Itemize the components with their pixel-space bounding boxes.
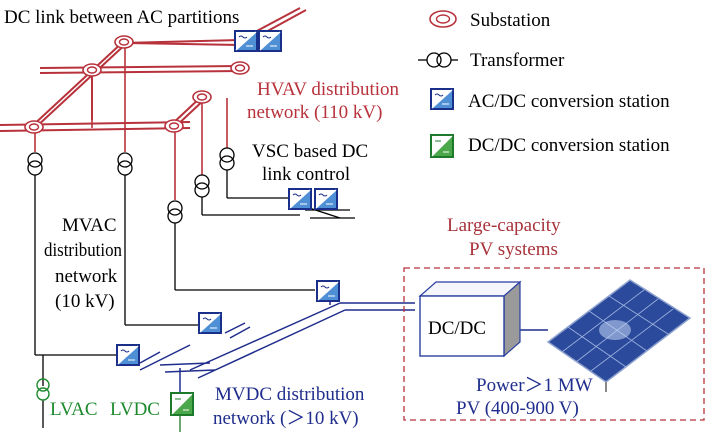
transformers: [27, 147, 235, 224]
solar-panel-icon: [546, 279, 692, 392]
power-label-line1: Power＞1 MW: [476, 375, 593, 396]
hvav-label-line1: HVAV distribution: [257, 79, 400, 100]
lvac-transformer-icon: [36, 378, 50, 401]
power-label-line2: PV (400-900 V): [456, 398, 579, 419]
dcdc-box-label: DC/DC: [428, 318, 486, 339]
mvdc-label-line1: MVDC distribution: [215, 384, 365, 405]
transformer-legend-icon: [418, 52, 458, 68]
legend-acdc-label: AC/DC conversion station: [468, 91, 670, 112]
mvac-label-line3: network: [55, 266, 118, 287]
lvac-label: LVAC: [50, 399, 98, 420]
pv-title-line2: PV systems: [469, 239, 558, 260]
dcdc-legend-icon: [429, 133, 455, 159]
dcdc-converter-box: [418, 280, 522, 358]
legend: [418, 10, 458, 159]
hv-substations: [24, 35, 250, 134]
legend-transformer-label: Transformer: [470, 50, 565, 71]
vsc-label-line2: link control: [262, 164, 350, 185]
diagram-title: DC link between AC partitions: [4, 7, 239, 28]
vsc-label-line1: VSC based DC: [252, 141, 368, 162]
legend-dcdc-label: DC/DC conversion station: [468, 135, 670, 156]
pv-system-box: [403, 267, 705, 421]
mvac-label-line4: (10 kV): [55, 291, 115, 312]
mvac-label-line2: distribution: [44, 240, 122, 261]
substation-legend-icon: [429, 10, 457, 28]
hvav-label-line2: network (110 kV): [247, 102, 382, 123]
lvdc-station-icon: [169, 391, 195, 417]
mvdc-label-line2: network (＞10 kV): [213, 408, 359, 429]
mvac-label-line1: MVAC: [62, 215, 117, 236]
acdc-legend-icon: [429, 87, 455, 111]
legend-substation-label: Substation: [470, 10, 551, 31]
pv-title-line1: Large-capacity: [447, 215, 561, 236]
lvdc-label: LVDC: [110, 399, 160, 420]
hv-drops: [34, 48, 228, 200]
